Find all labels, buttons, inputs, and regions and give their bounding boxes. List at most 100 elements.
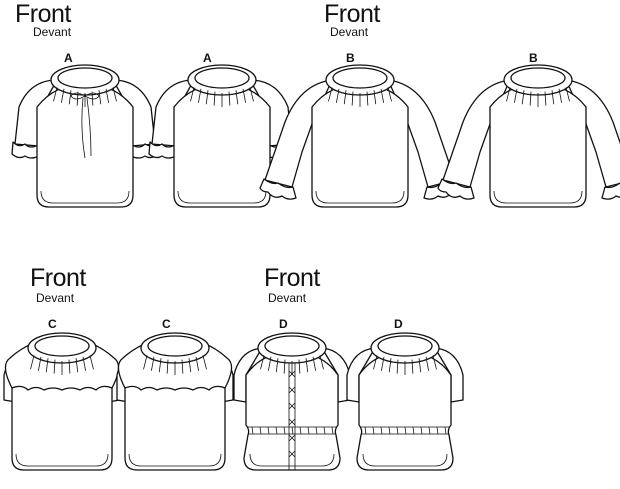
gather-line bbox=[380, 356, 385, 371]
gather-line bbox=[388, 358, 392, 373]
gather-line bbox=[351, 91, 354, 106]
gather-line bbox=[228, 91, 231, 106]
gather-line bbox=[68, 90, 72, 105]
button-placket bbox=[288, 363, 296, 470]
gather-line bbox=[506, 87, 511, 102]
view-label-d-back: D bbox=[394, 317, 403, 331]
waist-gather bbox=[388, 426, 391, 435]
gather-line bbox=[565, 87, 570, 102]
gather-line bbox=[53, 359, 56, 374]
gather-line bbox=[319, 355, 324, 370]
waist-gather bbox=[420, 426, 423, 435]
waist-gather bbox=[444, 426, 447, 435]
gather-line bbox=[328, 87, 333, 102]
view-a-front bbox=[11, 64, 159, 208]
gather-line bbox=[343, 90, 347, 105]
waist-gather bbox=[396, 426, 399, 435]
gather-line bbox=[373, 90, 377, 105]
gather-line bbox=[30, 355, 35, 370]
waist-gather bbox=[299, 426, 302, 435]
group-b-title: Front bbox=[324, 0, 380, 28]
view-d-front bbox=[233, 332, 351, 471]
gather-line bbox=[396, 359, 399, 374]
gather-line bbox=[521, 90, 525, 105]
gather-line bbox=[45, 358, 49, 373]
gather-line bbox=[112, 87, 117, 102]
gather-line bbox=[75, 358, 79, 373]
button-icon bbox=[288, 386, 296, 394]
sleeve-right bbox=[434, 347, 464, 403]
view-b-back bbox=[437, 64, 620, 208]
view-c-back bbox=[116, 332, 234, 471]
gather-line bbox=[283, 359, 286, 374]
gather-line bbox=[197, 88, 202, 103]
group-b-subtitle: Devant bbox=[330, 25, 369, 39]
hem-stitching bbox=[362, 453, 448, 467]
gather-line bbox=[275, 358, 279, 373]
waist-gather bbox=[275, 426, 278, 435]
group-a-subtitle: Devant bbox=[33, 25, 72, 39]
hem-stitching bbox=[177, 190, 267, 204]
view-label-b-front: B bbox=[346, 51, 355, 65]
sleeve-ruffle-right bbox=[601, 182, 620, 200]
sleeve-ruffle-left bbox=[437, 178, 475, 200]
view-a-back bbox=[148, 64, 296, 208]
gather-line bbox=[551, 90, 555, 105]
view-label-d-front: D bbox=[279, 317, 288, 331]
drawstring-tie bbox=[70, 92, 100, 159]
gather-line bbox=[89, 355, 94, 370]
neckline-opening bbox=[34, 335, 90, 357]
gather-line bbox=[544, 91, 547, 106]
group-c-subtitle: Devant bbox=[36, 291, 75, 305]
sleeve-left bbox=[346, 347, 376, 403]
gather-line bbox=[105, 88, 110, 103]
gather-line bbox=[411, 359, 414, 374]
gather-line bbox=[235, 90, 239, 105]
waist-gather bbox=[315, 426, 318, 435]
gather-line bbox=[432, 355, 437, 370]
view-d-back bbox=[346, 332, 464, 471]
gather-line bbox=[158, 358, 162, 373]
gather-line bbox=[312, 356, 317, 371]
gather-line bbox=[513, 88, 518, 103]
gather-line bbox=[202, 355, 207, 370]
view-label-b-back: B bbox=[529, 51, 538, 65]
gather-line bbox=[190, 87, 195, 102]
sleeve-ruffle-left bbox=[259, 178, 297, 200]
waist-gather bbox=[323, 426, 326, 435]
gather-line bbox=[387, 87, 392, 102]
view-b-front bbox=[259, 64, 461, 208]
gather-line bbox=[298, 359, 301, 374]
waist-gather bbox=[259, 426, 262, 435]
gather-line bbox=[249, 87, 254, 102]
group-a-title: Front bbox=[15, 0, 71, 28]
hem-stitching bbox=[493, 190, 583, 204]
gather-line bbox=[68, 359, 71, 374]
waist-gather bbox=[251, 426, 254, 435]
waist-gather bbox=[412, 426, 415, 435]
gather-line bbox=[373, 355, 378, 370]
gather-line bbox=[335, 88, 340, 103]
sleeve-left bbox=[233, 347, 263, 403]
gather-line bbox=[166, 359, 169, 374]
gather-line bbox=[260, 355, 265, 370]
hem-stitching bbox=[249, 453, 335, 467]
neckline-opening bbox=[57, 67, 113, 89]
gather-line bbox=[195, 356, 200, 371]
neckline-opening bbox=[264, 335, 320, 357]
view-label-a-back: A bbox=[203, 51, 212, 65]
button-icon bbox=[288, 418, 296, 426]
group-d-title: Front bbox=[264, 264, 320, 292]
gather-line bbox=[188, 358, 192, 373]
group-d-subtitle: Devant bbox=[268, 291, 307, 305]
button-icon bbox=[288, 370, 296, 378]
group-c-title: Front bbox=[30, 264, 86, 292]
hem-stitching bbox=[128, 453, 222, 467]
gather-line bbox=[37, 356, 42, 371]
waist-gather bbox=[372, 426, 375, 435]
waist-gather bbox=[404, 426, 407, 435]
neckline-opening bbox=[194, 67, 250, 89]
gather-line bbox=[82, 356, 87, 371]
gather-line bbox=[205, 90, 209, 105]
